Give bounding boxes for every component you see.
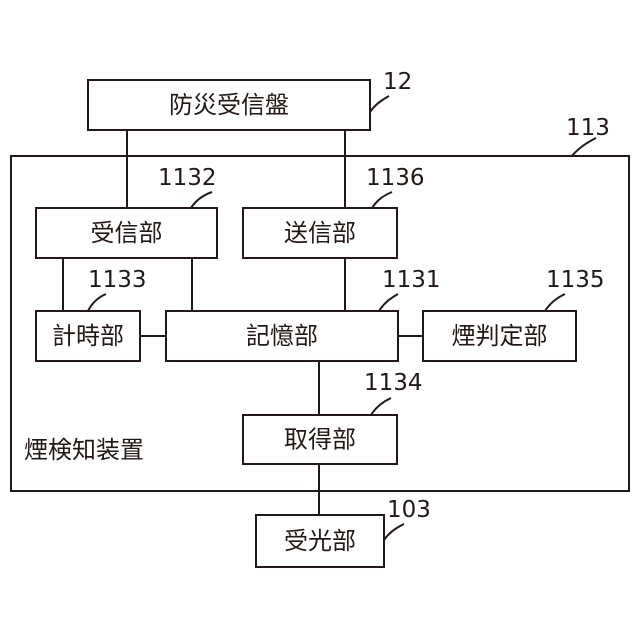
device-label: 煙検知装置	[24, 436, 144, 464]
reference-acquirer: 1134	[364, 370, 423, 415]
block-sender-label: 送信部	[284, 219, 356, 247]
leader-memory	[379, 294, 398, 311]
leader-sender	[372, 192, 392, 208]
ref-receptor: 103	[387, 497, 431, 523]
block-timer-label: 計時部	[52, 322, 124, 350]
block-receptor: 受光部	[256, 515, 384, 567]
block-acquirer: 取得部	[243, 415, 397, 464]
reference-memory: 1131	[379, 267, 441, 311]
ref-panel: 12	[383, 69, 412, 95]
leader-panel	[370, 96, 389, 112]
block-receiver: 受信部	[36, 208, 217, 258]
ref-judge: 1135	[546, 267, 605, 293]
leader-judge	[545, 294, 565, 311]
ref-acquirer: 1134	[364, 370, 423, 396]
block-receiver-label: 受信部	[91, 219, 163, 247]
block-memory-label: 記憶部	[246, 322, 318, 350]
ref-sender: 1136	[366, 165, 425, 191]
reference-judge: 1135	[545, 267, 605, 311]
reference-receiver: 1132	[158, 165, 217, 208]
block-memory: 記憶部	[166, 311, 398, 361]
ref-device: 113	[566, 115, 610, 141]
block-judge-label: 煙判定部	[452, 322, 548, 350]
block-acquirer-label: 取得部	[284, 426, 356, 454]
reference-sender: 1136	[366, 165, 425, 208]
reference-timer: 1133	[88, 267, 147, 311]
reference-panel: 12	[370, 69, 412, 112]
ref-memory: 1131	[382, 267, 441, 293]
leader-acquirer	[371, 398, 391, 415]
block-timer: 計時部	[36, 311, 140, 361]
ref-timer: 1133	[88, 267, 147, 293]
reference-receptor: 103	[384, 497, 431, 540]
block-sender: 送信部	[243, 208, 397, 258]
block-receptor-label: 受光部	[284, 527, 356, 555]
leader-receiver	[191, 192, 212, 208]
block-panel: 防災受信盤	[88, 80, 370, 130]
block-panel-label: 防災受信盤	[169, 91, 289, 119]
leader-timer	[88, 294, 106, 311]
reference-device: 113	[566, 115, 610, 156]
leader-receptor	[384, 524, 404, 540]
block-judge: 煙判定部	[423, 311, 576, 361]
ref-receiver: 1132	[158, 165, 217, 191]
